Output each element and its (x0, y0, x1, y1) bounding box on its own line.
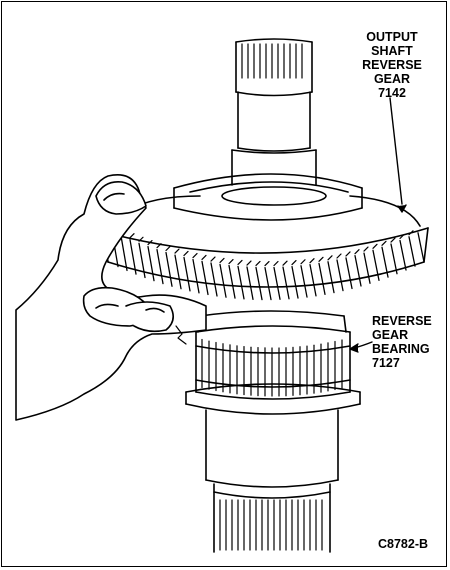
gear-tooth-line (237, 265, 245, 300)
callout-gear-part-number: 7142 (378, 86, 406, 100)
gear-top-tooth (156, 243, 162, 249)
gear-tooth-line (327, 261, 335, 294)
gear-tooth-line (408, 236, 416, 267)
gear-top-tooth (273, 260, 279, 267)
gear-top-tooth (264, 260, 270, 267)
gear-tooth-line (309, 264, 317, 297)
gear-top-tooth (408, 230, 414, 236)
gear-top-tooth (147, 239, 153, 246)
gear-top-tooth (210, 256, 216, 262)
gear-tooth-line (228, 264, 236, 299)
gear-tooth-line (282, 266, 290, 300)
gear-tooth-line (345, 257, 353, 290)
gear-tooth-line (417, 232, 425, 263)
gear-top-tooth (381, 240, 387, 246)
gear-tooth-line (363, 252, 371, 284)
callout-output-shaft-reverse-gear: OUTPUT SHAFT REVERSE GEAR 7142 (352, 30, 432, 100)
gear-tooth-line (273, 266, 281, 300)
reverse-gear-bearing (195, 310, 351, 400)
leader-lines (349, 97, 407, 353)
gear-tooth-line (399, 239, 407, 271)
output-shaft-reverse-gear (103, 173, 429, 301)
output-shaft-upper (231, 38, 317, 186)
gear-top-tooth (327, 255, 333, 261)
gear-tooth-line (183, 256, 191, 292)
gear-top-tooth (336, 253, 342, 259)
callout-reverse-gear-bearing: REVERSE GEAR BEARING 7127 (372, 314, 436, 370)
gear-tooth-line (264, 266, 272, 301)
gear-tooth-line (354, 254, 362, 287)
gear-top-tooth (237, 259, 243, 266)
gear-top-tooth (129, 233, 135, 239)
gear-tooth-line (210, 262, 218, 297)
gear-tooth-line (174, 254, 182, 290)
gear-top-tooth (165, 245, 171, 252)
gear-top-tooth (255, 260, 261, 267)
callout-bearing-part-number: 7127 (372, 356, 400, 370)
gear-tooth-line (255, 266, 263, 301)
gear-tooth-line (318, 262, 326, 295)
gear-top-tooth (309, 258, 315, 264)
gear-tooth-line (156, 249, 164, 285)
gear-top-tooth (354, 249, 360, 255)
figure-code: C8782-B (378, 537, 429, 551)
gear-tooth-line (192, 258, 200, 294)
gear-top-tooth (174, 248, 180, 254)
gear-tooth-line (219, 263, 227, 298)
gear-tooth-line (390, 243, 398, 275)
gear-top-tooth (219, 257, 225, 264)
callout-bearing-line2: GEAR (372, 328, 409, 342)
gear-tooth-line (120, 235, 128, 272)
gear-top-tooth (192, 252, 198, 259)
callout-bearing-line3: BEARING (372, 342, 430, 356)
gear-top-tooth (399, 233, 405, 240)
gear-top-tooth (183, 250, 189, 257)
gear-top-tooth (363, 246, 369, 252)
gear-top-tooth (372, 243, 378, 249)
gear-tooth-line (246, 266, 254, 300)
callout-gear-line2: SHAFT (371, 44, 413, 58)
gear-tooth-line (165, 251, 173, 287)
callout-bearing-line1: REVERSE (372, 314, 432, 328)
gear-tooth-line (147, 245, 155, 282)
gear-top-tooth (138, 236, 144, 242)
gear-tooth-line (300, 265, 308, 298)
gear-tooth-line (138, 242, 146, 279)
gear-tooth-line (381, 246, 389, 278)
gear-top-tooth (390, 237, 396, 243)
gear-top-tooth (300, 259, 306, 265)
callout-gear-line4: GEAR (373, 72, 411, 86)
gear-top-tooth (318, 256, 324, 262)
gear-tooth-line (372, 249, 380, 281)
callout-gear-line3: REVERSE (362, 58, 422, 72)
gear-top-tooth (228, 258, 234, 265)
gear-top-tooth (246, 260, 252, 266)
gear-tooth-line (291, 265, 299, 299)
gear-top-tooth (345, 251, 351, 257)
gear-top-tooth (291, 259, 297, 266)
output-shaft-lower (185, 383, 361, 553)
gear-tooth-line (336, 259, 344, 292)
gear-tooth-line (201, 260, 209, 296)
callout-gear-line1: OUTPUT (366, 30, 418, 44)
gear-tooth-line (129, 239, 137, 275)
gear-top-tooth (282, 260, 288, 266)
hand-illustration (15, 174, 207, 421)
gear-top-tooth (201, 254, 207, 261)
